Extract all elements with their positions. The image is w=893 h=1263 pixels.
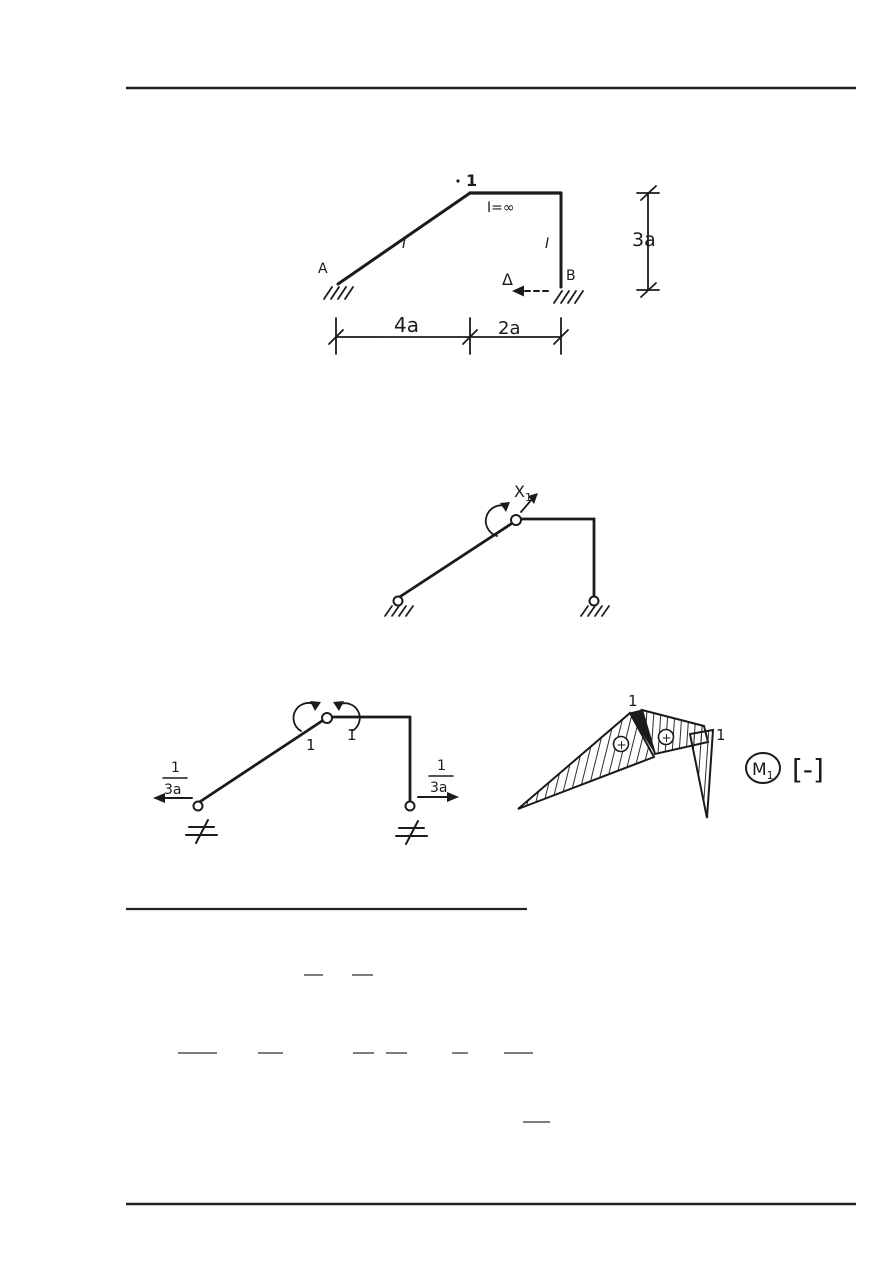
unit-moment-left-label: 1 (306, 736, 316, 754)
top-member-label: I=∞ (487, 200, 515, 216)
unit-moment-right-icon (333, 701, 361, 732)
support-hatch-icon (580, 605, 610, 617)
frame-incline-member (336, 191, 472, 286)
node-dot (456, 179, 460, 183)
reaction-left-arrow-icon (153, 793, 193, 803)
support-a-label: A (318, 261, 328, 277)
dimension-height (636, 185, 660, 298)
incline-member-label: I (402, 236, 406, 252)
node-label: 1 (466, 171, 477, 190)
support-b-label: B (566, 268, 576, 284)
dimension-bottom (328, 317, 569, 355)
dimension-height-label: 3a (632, 229, 656, 251)
m1-ordinate-top-label: 1 (628, 692, 638, 710)
reaction-right-arrow-icon (417, 792, 459, 802)
reaction-left-fraction: 1 3a (162, 760, 188, 798)
svg-text:M1: M1 (752, 760, 774, 782)
displacement-label: Δ (502, 270, 513, 289)
figure-primary-system: X1 (384, 482, 610, 617)
displacement-arrow-icon (512, 285, 549, 297)
support-b-hatch-icon (553, 290, 584, 304)
roller-base-icon (185, 819, 218, 844)
m1-ordinate-right-label: 1 (716, 726, 726, 744)
svg-text:+: + (617, 738, 627, 752)
svg-text:3a: 3a (430, 780, 448, 796)
moment-arrow-right-icon (520, 493, 538, 513)
m1-diagram-tag: M1 [-] (745, 752, 824, 786)
figure-original-frame: 1 I=∞ I I A B Δ (318, 171, 660, 355)
m1-column-region (688, 728, 715, 819)
svg-text:1: 1 (171, 760, 180, 776)
column-member-label: I (545, 236, 549, 252)
dimension-span-left-label: 4a (394, 313, 419, 337)
pin-support-icon (404, 800, 416, 812)
figure-m1-diagram: 1 1 + + M1 [-] (517, 692, 824, 819)
pin-support-icon (588, 595, 600, 607)
equation-region (178, 974, 550, 1123)
pin-support-icon (392, 595, 404, 607)
svg-text:+: + (662, 731, 672, 745)
redundant-label: X1 (514, 482, 532, 504)
hinge-icon (510, 514, 522, 526)
support-hatch-icon (384, 605, 414, 617)
figure-unit-state: 1 1 1 3a 1 3a (153, 701, 459, 845)
moment-arrow-left-icon (484, 502, 510, 537)
hinge-icon (321, 712, 333, 724)
svg-text:1: 1 (437, 758, 446, 774)
unit-moment-left-icon (292, 701, 321, 732)
sign-bracket-label: [-] (792, 753, 824, 786)
roller-base-icon (395, 820, 428, 845)
reaction-right-fraction: 1 3a (428, 758, 454, 796)
plus-sign-right-icon: + (657, 728, 675, 746)
frame-incline-member (396, 522, 513, 600)
frame-incline-member (196, 719, 324, 805)
plus-sign-left-icon: + (612, 735, 630, 753)
support-a-hatch-icon (323, 286, 354, 300)
m1-incline-region (517, 711, 656, 810)
dimension-span-right-label: 2a (498, 318, 520, 339)
pin-support-icon (192, 800, 204, 812)
unit-moment-right-label: 1 (347, 726, 357, 744)
svg-text:3a: 3a (164, 782, 182, 798)
